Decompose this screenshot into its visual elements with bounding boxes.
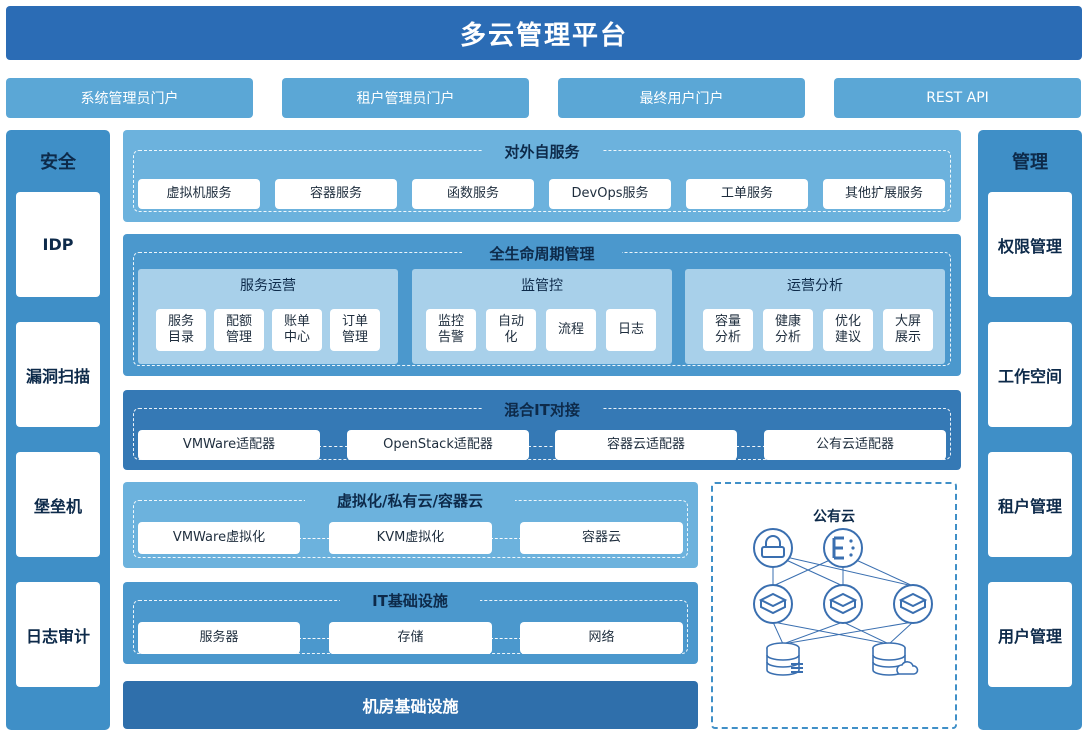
analytics-health[interactable]: 健康 分析 <box>763 309 813 351</box>
portal-end-user[interactable]: 最终用户门户 <box>558 78 805 118</box>
cloud-loadbalancer-icon <box>823 528 863 568</box>
cloud-database-icon <box>872 642 919 676</box>
self-service-container[interactable]: 容器服务 <box>275 179 397 209</box>
it-infra-connector <box>298 638 330 639</box>
it-infra-network[interactable]: 网络 <box>520 622 683 654</box>
management-column: 管理 权限管理 工作空间 租户管理 用户管理 <box>978 130 1082 730</box>
hybrid-connector <box>528 446 558 447</box>
analytics-title: 运营分析 <box>787 278 843 294</box>
self-service-extension[interactable]: 其他扩展服务 <box>823 179 945 209</box>
hybrid-title: 混合IT对接 <box>482 398 602 420</box>
lifecycle-group-analytics: 运营分析 容量 分析 健康 分析 优化 建议 大屏 展示 <box>685 269 945 364</box>
cloud-database-icon <box>766 642 803 676</box>
cloud-instance-icon <box>753 584 793 624</box>
control-workflow[interactable]: 流程 <box>546 309 596 351</box>
it-infra-panel: IT基础设施 服务器 存储 网络 <box>123 582 698 664</box>
self-service-panel: 对外自服务 虚拟机服务 容器服务 函数服务 DevOps服务 工单服务 其他扩展… <box>123 130 961 222</box>
control-title: 监管控 <box>521 278 563 294</box>
public-cloud-topology <box>753 528 933 676</box>
control-logs[interactable]: 日志 <box>606 309 656 351</box>
cloud-instance-icon <box>893 584 933 624</box>
management-item-permission[interactable]: 权限管理 <box>988 192 1072 297</box>
hybrid-public-cloud-adapter[interactable]: 公有云适配器 <box>764 430 946 460</box>
virtualization-connector <box>490 538 522 539</box>
hybrid-connector <box>318 446 348 447</box>
lifecycle-title: 全生命周期管理 <box>462 242 622 264</box>
security-item-log-audit[interactable]: 日志审计 <box>16 582 100 687</box>
self-service-function[interactable]: 函数服务 <box>412 179 534 209</box>
hybrid-connector <box>736 446 766 447</box>
hybrid-panel: 混合IT对接 VMWare适配器 OpenStack适配器 容器云适配器 公有云… <box>123 390 961 470</box>
virtualization-title: 虚拟化/私有云/容器云 <box>305 488 515 512</box>
hybrid-openstack-adapter[interactable]: OpenStack适配器 <box>347 430 529 460</box>
cloud-lock-icon <box>753 528 793 568</box>
operations-title: 服务运营 <box>240 278 296 294</box>
portal-tenant-admin[interactable]: 租户管理员门户 <box>282 78 529 118</box>
control-automation[interactable]: 自动 化 <box>486 309 536 351</box>
management-item-tenant[interactable]: 租户管理 <box>988 452 1072 557</box>
self-service-ticket[interactable]: 工单服务 <box>686 179 808 209</box>
virtualization-vmware[interactable]: VMWare虚拟化 <box>138 522 300 554</box>
security-item-vuln-scan[interactable]: 漏洞扫描 <box>16 322 100 427</box>
portal-rest-api[interactable]: REST API <box>834 78 1081 118</box>
management-item-workspace[interactable]: 工作空间 <box>988 322 1072 427</box>
security-item-idp[interactable]: IDP <box>16 192 100 297</box>
it-infra-title: IT基础设施 <box>340 588 480 612</box>
virtualization-container-cloud[interactable]: 容器云 <box>520 522 683 554</box>
management-item-user[interactable]: 用户管理 <box>988 582 1072 687</box>
it-infra-server[interactable]: 服务器 <box>138 622 300 654</box>
page-title: 多云管理平台 <box>6 6 1082 60</box>
self-service-vm[interactable]: 虚拟机服务 <box>138 179 260 209</box>
operations-orders[interactable]: 订单 管理 <box>330 309 380 351</box>
datacenter-panel: 机房基础设施 <box>123 681 698 729</box>
lifecycle-panel: 全生命周期管理 服务运营 服务 目录 配额 管理 账单 中心 订单 管理 监管控… <box>123 234 961 376</box>
it-infra-connector <box>490 638 522 639</box>
security-column: 安全 IDP 漏洞扫描 堡垒机 日志审计 <box>6 130 110 730</box>
control-monitoring[interactable]: 监控 告警 <box>426 309 476 351</box>
lifecycle-group-control: 监管控 监控 告警 自动 化 流程 日志 <box>412 269 672 364</box>
analytics-optimization[interactable]: 优化 建议 <box>823 309 873 351</box>
security-item-bastion[interactable]: 堡垒机 <box>16 452 100 557</box>
public-cloud-panel: 公有云 <box>711 482 957 729</box>
operations-catalog[interactable]: 服务 目录 <box>156 309 206 351</box>
lifecycle-group-operations: 服务运营 服务 目录 配额 管理 账单 中心 订单 管理 <box>138 269 398 364</box>
management-title: 管理 <box>1012 152 1048 173</box>
security-title: 安全 <box>40 152 76 173</box>
portal-sysadmin[interactable]: 系统管理员门户 <box>6 78 253 118</box>
self-service-devops[interactable]: DevOps服务 <box>549 179 671 209</box>
it-infra-storage[interactable]: 存储 <box>329 622 492 654</box>
analytics-dashboard[interactable]: 大屏 展示 <box>883 309 933 351</box>
operations-quota[interactable]: 配额 管理 <box>214 309 264 351</box>
hybrid-vmware-adapter[interactable]: VMWare适配器 <box>138 430 320 460</box>
public-cloud-title: 公有云 <box>813 509 855 525</box>
operations-billing[interactable]: 账单 中心 <box>272 309 322 351</box>
analytics-capacity[interactable]: 容量 分析 <box>703 309 753 351</box>
hybrid-container-adapter[interactable]: 容器云适配器 <box>555 430 737 460</box>
self-service-title: 对外自服务 <box>482 140 602 162</box>
cloud-instance-icon <box>823 584 863 624</box>
virtualization-panel: 虚拟化/私有云/容器云 VMWare虚拟化 KVM虚拟化 容器云 <box>123 482 698 568</box>
virtualization-connector <box>298 538 330 539</box>
virtualization-kvm[interactable]: KVM虚拟化 <box>329 522 492 554</box>
